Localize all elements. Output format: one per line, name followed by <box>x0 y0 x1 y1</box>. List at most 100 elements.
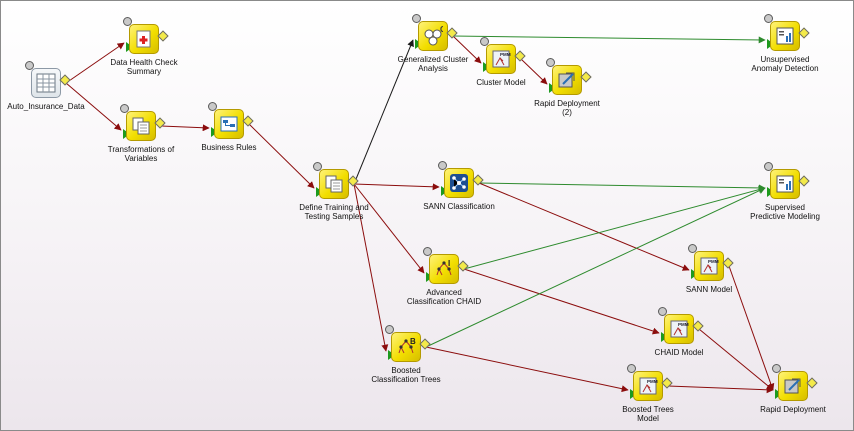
svg-text:G: G <box>440 26 443 34</box>
pmml-model-glyph: PMML <box>491 49 513 69</box>
node-clustmod[interactable]: PMML Cluster Model <box>476 37 526 87</box>
node-rapid[interactable]: Rapid Deployment <box>760 364 826 414</box>
node-label: Advanced Classification CHAID <box>406 288 482 306</box>
boosted-trees-icon[interactable]: B <box>391 332 421 362</box>
edge-rules-to-define[interactable] <box>248 123 315 189</box>
workspace-icon[interactable] <box>770 169 800 199</box>
cluster-icon[interactable]: G <box>418 21 448 51</box>
edge-btmod-to-rapid[interactable] <box>667 385 774 394</box>
node-label: Cluster Model <box>476 78 526 87</box>
rapid-deploy-icon[interactable] <box>552 65 582 95</box>
table-icon[interactable] <box>31 68 61 98</box>
node-trans[interactable]: Transformations of Variables <box>108 104 174 163</box>
node-chaidmod[interactable]: PMMLCHAID Model <box>655 307 704 357</box>
gear-icon[interactable] <box>25 61 34 70</box>
edge-auto-to-health[interactable] <box>65 42 125 84</box>
node-label: SANN Classification <box>423 202 495 211</box>
gear-icon[interactable] <box>772 364 781 373</box>
samples-icon[interactable] <box>319 169 349 199</box>
gear-icon[interactable] <box>764 14 773 23</box>
edge-auto-to-trans[interactable] <box>65 82 122 131</box>
node-label: Rapid Deployment <box>760 405 826 414</box>
cluster-glyph: G <box>423 25 446 46</box>
edge-define-to-chaid[interactable] <box>353 183 425 274</box>
gear-icon[interactable] <box>658 307 667 316</box>
node-rules[interactable]: Business Rules <box>201 102 257 152</box>
node-rapid2[interactable]: Rapid Deployment (2) <box>534 58 600 117</box>
gear-icon[interactable] <box>480 37 489 46</box>
edge-chaid-to-sup[interactable] <box>463 186 766 270</box>
pmml-model-icon[interactable]: PMML <box>694 251 724 281</box>
node-genclust[interactable]: G Generalized Cluster Analysis <box>398 14 468 73</box>
node-define[interactable]: Define Training and Testing Samples <box>299 162 369 221</box>
node-label: Define Training and Testing Samples <box>299 203 369 221</box>
edge-boosted-to-sup[interactable] <box>425 187 766 348</box>
svg-text:PMML: PMML <box>647 379 658 384</box>
edge-sann-to-sup[interactable] <box>478 182 766 192</box>
pmml-model-glyph: PMML <box>669 319 691 339</box>
pmml-model-icon[interactable]: PMML <box>486 44 516 74</box>
node-btmod[interactable]: PMMLBoosted Trees Model <box>622 364 674 423</box>
edge-chaidmod-to-rapid[interactable] <box>698 328 774 391</box>
rules-glyph <box>219 114 239 134</box>
edge-define-to-boosted[interactable] <box>353 183 389 352</box>
workspace-icon[interactable] <box>770 21 800 51</box>
pmml-model-glyph: PMML <box>638 376 660 396</box>
node-health[interactable]: Data Health Check Summary <box>110 17 178 76</box>
edge-boosted-to-btmod[interactable] <box>425 346 629 393</box>
node-chaid[interactable]: I Advanced Classification CHAID <box>407 247 481 306</box>
boosted-trees-glyph: B <box>396 337 416 357</box>
edge-sannmod-to-rapid[interactable] <box>728 265 775 391</box>
pmml-model-icon[interactable]: PMML <box>633 371 663 401</box>
rapid-deploy-glyph <box>783 376 803 396</box>
edge-clustmod-to-rapid2[interactable] <box>520 58 548 85</box>
edge-define-to-genclust[interactable] <box>353 39 414 185</box>
node-sann[interactable]: SANN Classification <box>423 161 495 211</box>
chaid-glyph: I <box>434 259 454 279</box>
node-label: Auto_Insurance_Data <box>7 102 85 111</box>
edge-define-to-sann[interactable] <box>353 183 440 191</box>
svg-text:PMML: PMML <box>708 259 719 264</box>
gear-icon[interactable] <box>438 161 447 170</box>
node-label: Rapid Deployment (2) <box>534 99 600 117</box>
node-label: Data Health Check Summary <box>110 58 178 76</box>
edge-genclust-to-clustmod[interactable] <box>452 35 482 64</box>
rapid-deploy-icon[interactable] <box>778 371 808 401</box>
rules-icon[interactable] <box>214 109 244 139</box>
node-label: Generalized Cluster Analysis <box>397 55 469 73</box>
transform-icon[interactable] <box>126 111 156 141</box>
gear-icon[interactable] <box>764 162 773 171</box>
gear-icon[interactable] <box>688 244 697 253</box>
gear-icon[interactable] <box>423 247 432 256</box>
gear-icon[interactable] <box>123 17 132 26</box>
gear-icon[interactable] <box>120 104 129 113</box>
neural-net-icon[interactable] <box>444 168 474 198</box>
node-label: Supervised Predictive Modeling <box>750 203 820 221</box>
node-label: Business Rules <box>201 143 257 152</box>
chaid-icon[interactable]: I <box>429 254 459 284</box>
edge-sann-to-sannmod[interactable] <box>478 182 690 271</box>
workspace-glyph <box>775 174 795 194</box>
gear-icon[interactable] <box>208 102 217 111</box>
gear-icon[interactable] <box>412 14 421 23</box>
pmml-model-icon[interactable]: PMML <box>664 314 694 344</box>
rapid-deploy-glyph <box>557 70 577 90</box>
gear-icon[interactable] <box>546 58 555 67</box>
node-sup[interactable]: Supervised Predictive Modeling <box>750 162 820 221</box>
gear-icon[interactable] <box>385 325 394 334</box>
node-auto[interactable]: Auto_Insurance_Data <box>7 61 85 111</box>
workspace-glyph <box>775 26 795 46</box>
gear-icon[interactable] <box>627 364 636 373</box>
svg-text:I: I <box>448 259 450 268</box>
edge-chaid-to-chaidmod[interactable] <box>463 268 660 335</box>
node-sannmod[interactable]: PMMLSANN Model <box>686 244 734 294</box>
edge-genclust-to-unsup[interactable] <box>452 35 766 44</box>
edge-trans-to-rules[interactable] <box>160 124 210 132</box>
node-unsup[interactable]: Unsupervised Anomaly Detection <box>751 14 819 73</box>
health-report-icon[interactable] <box>129 24 159 54</box>
gear-icon[interactable] <box>313 162 322 171</box>
node-label: Transformations of Variables <box>107 145 175 163</box>
